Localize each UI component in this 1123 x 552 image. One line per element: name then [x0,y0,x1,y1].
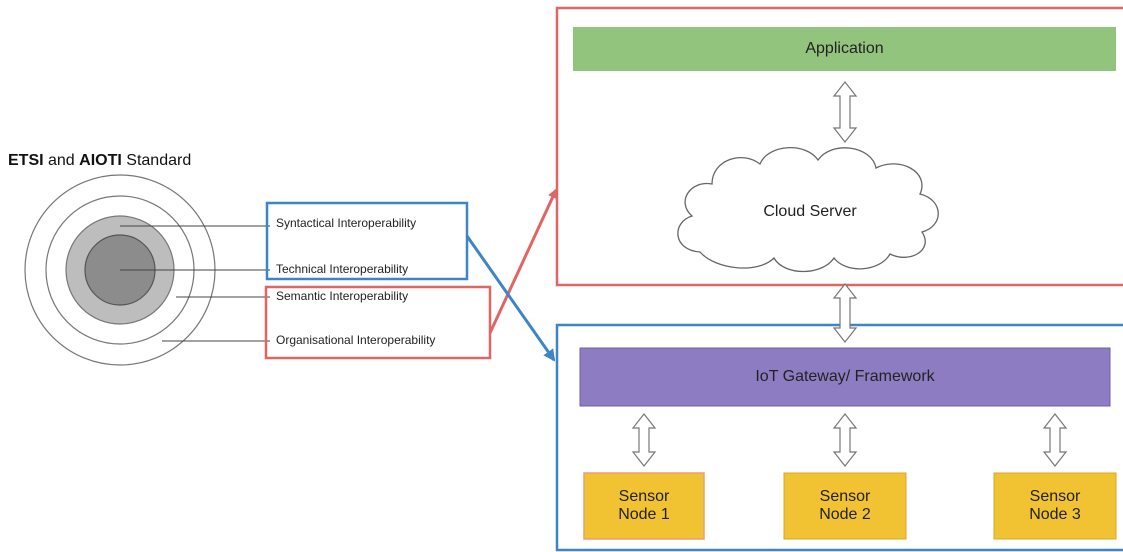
gateway-sensor2-double-arrow [832,413,858,467]
gateway-sensor3-double-arrow [1042,413,1068,467]
technical-group-box [265,201,469,281]
sensor-node-1: Sensor Node 1 [584,473,704,539]
sensor-node-2-line2: Node 2 [819,506,871,523]
sensor-node-2-line1: Sensor [819,488,871,505]
semantic-group-box [264,285,492,360]
app-cloud-double-arrow [832,81,858,143]
cloud-shape [677,147,939,272]
sensor-node-3: Sensor Node 3 [994,473,1116,539]
sensor-node-3-line1: Sensor [1029,488,1081,505]
sensor-node-1-line2: Node 1 [618,506,670,523]
blue-arrow [465,235,556,362]
application-bar [573,27,1116,71]
semantic-label: Semantic Interoperability [276,289,409,303]
etsi-label: ETSI [8,152,44,169]
aioti-label: AIOTI [79,152,122,169]
red-arrow [488,188,558,334]
sensor-node-1-box [583,472,705,540]
cloud-gateway-double-arrow [832,283,858,343]
application-label: Application [805,40,884,57]
sensor-node-3-line2: Node 3 [1029,506,1081,523]
syntactical-label: Syntactical Interoperability [276,216,417,230]
title-and: and [43,152,80,169]
gateway-label: IoT Gateway/ Framework [755,368,935,385]
sensor-node-3-box [993,472,1117,540]
technical-label: Technical Interoperability [276,262,409,276]
title-standard: Standard [121,152,192,169]
standard-title: ETSI and AIOTI Standard [8,152,191,170]
cloud-server-label: Cloud Server [763,203,857,220]
organisational-label: Organisational Interoperability [276,333,436,347]
sensor-node-1-line1: Sensor [618,488,670,505]
sensor-node-2-box [783,472,907,540]
gateway-bar [579,347,1111,407]
sensor-node-2: Sensor Node 2 [784,473,906,539]
gateway-sensor1-double-arrow [631,413,657,467]
